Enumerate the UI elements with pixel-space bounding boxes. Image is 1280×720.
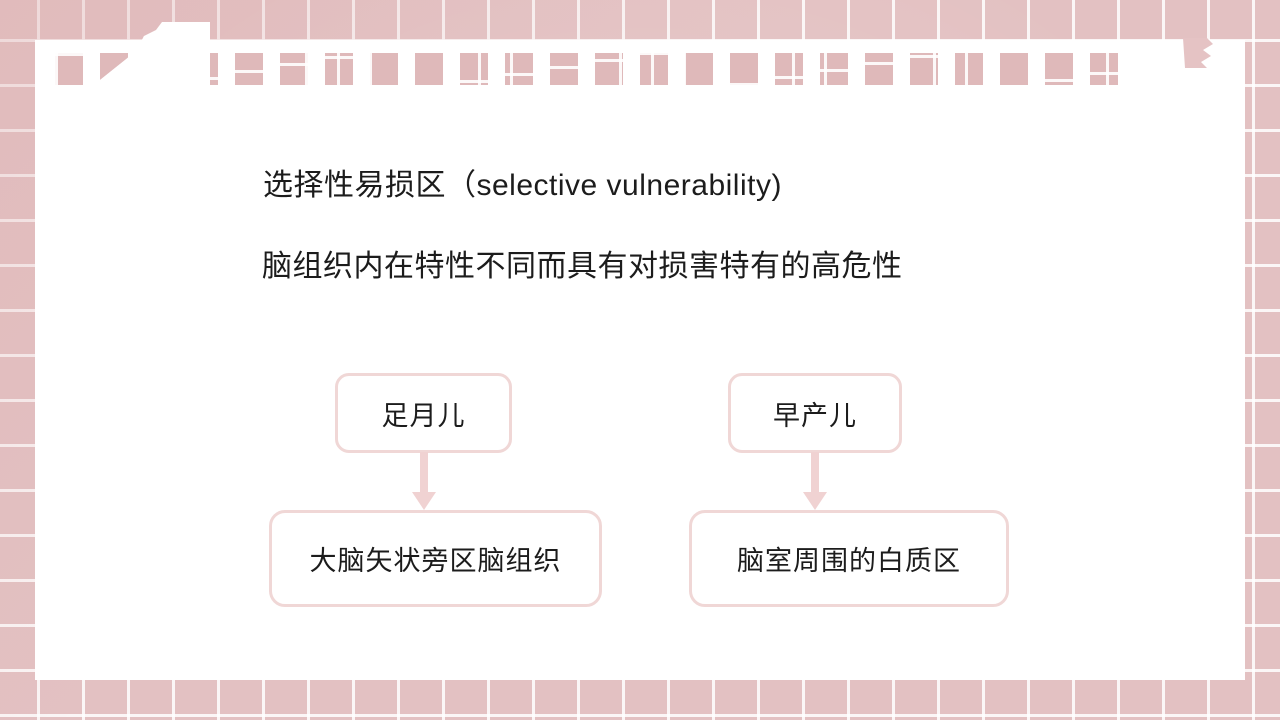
flow-node-full-term-infant: 足月儿 bbox=[335, 373, 512, 453]
flow-arrow-down-left-icon bbox=[412, 452, 436, 510]
decorative-square bbox=[325, 53, 353, 85]
decorative-square bbox=[460, 53, 488, 85]
flow-node-label: 大脑矢状旁区脑组织 bbox=[309, 546, 562, 576]
decorative-square bbox=[55, 53, 83, 85]
decorative-square bbox=[955, 53, 983, 85]
heading-line-1-cn: 选择性易损区 bbox=[263, 169, 446, 202]
heading-line-2: 脑组织内在特性不同而具有对损害特有的高危性 bbox=[262, 250, 903, 283]
decorative-square bbox=[595, 53, 623, 85]
decorative-square bbox=[370, 53, 398, 85]
decorative-square bbox=[820, 53, 848, 85]
flow-node-parasagittal-brain-tissue: 大脑矢状旁区脑组织 bbox=[269, 510, 602, 607]
decorative-square bbox=[775, 53, 803, 85]
decorative-square bbox=[1000, 53, 1028, 85]
decorative-square bbox=[865, 53, 893, 85]
heading-line-1-en: （selective vulnerability) bbox=[446, 169, 782, 202]
decorative-square bbox=[640, 53, 668, 85]
decorative-square bbox=[910, 53, 938, 85]
decorative-square bbox=[280, 53, 308, 85]
content-card: 选择性易损区（selective vulnerability) 脑组织内在特性不… bbox=[35, 22, 1245, 680]
decorative-square bbox=[235, 53, 263, 85]
flow-node-label: 脑室周围的白质区 bbox=[737, 546, 961, 576]
decorative-square bbox=[1090, 53, 1118, 85]
decorative-square bbox=[1045, 53, 1073, 85]
flow-node-preterm-infant: 早产儿 bbox=[728, 373, 902, 453]
flow-diagram: 足月儿 早产儿 大脑矢状旁区脑组织 脑室周围的白质区 bbox=[35, 40, 1245, 680]
flow-node-label: 早产儿 bbox=[773, 400, 857, 431]
decorative-square bbox=[550, 53, 578, 85]
flow-node-label: 足月儿 bbox=[381, 400, 466, 431]
decorative-square bbox=[685, 53, 713, 85]
heading-line-1: 选择性易损区（selective vulnerability) bbox=[263, 160, 782, 204]
decorative-square bbox=[415, 53, 443, 85]
decorative-square bbox=[505, 53, 533, 85]
decorative-square bbox=[730, 53, 758, 85]
flow-arrow-down-right-icon bbox=[803, 452, 827, 510]
flow-node-periventricular-white-matter: 脑室周围的白质区 bbox=[689, 510, 1009, 607]
